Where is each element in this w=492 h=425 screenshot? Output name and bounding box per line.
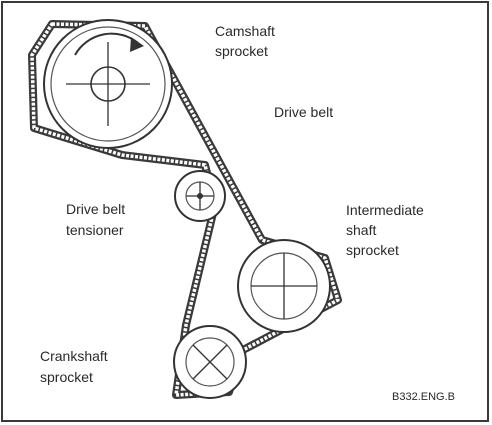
label-tensioner-line2: tensioner: [66, 222, 124, 238]
label-intermediate-shaft-sprocket: Intermediate shaft sprocket: [346, 202, 428, 258]
label-camshaft-line1: Camshaft: [215, 23, 275, 39]
rotation-arrow-icon: [74, 32, 139, 56]
label-camshaft-sprocket: Camshaft sprocket: [215, 23, 279, 59]
label-intermediate-line2: shaft: [346, 222, 376, 238]
label-drive-belt-tensioner: Drive belt tensioner: [66, 201, 129, 238]
label-crankshaft-line2: sprocket: [40, 369, 93, 385]
crankshaft-sprocket: [173, 325, 247, 399]
label-intermediate-line1: Intermediate: [346, 202, 424, 218]
drive-belt-tensioner: [174, 170, 226, 222]
label-crankshaft-line1: Crankshaft: [40, 348, 108, 364]
camshaft-sprocket: [43, 19, 173, 149]
label-drive-belt: Drive belt: [274, 104, 333, 120]
label-tensioner-line1: Drive belt: [66, 201, 125, 217]
label-camshaft-line2: sprocket: [215, 43, 268, 59]
intermediate-shaft-sprocket: [237, 239, 331, 333]
label-crankshaft-sprocket: Crankshaft sprocket: [40, 348, 112, 385]
label-intermediate-line3: sprocket: [346, 242, 399, 258]
drive-belt-inner-edge: [30, 22, 340, 397]
figure-code: B332.ENG.B: [392, 391, 455, 403]
